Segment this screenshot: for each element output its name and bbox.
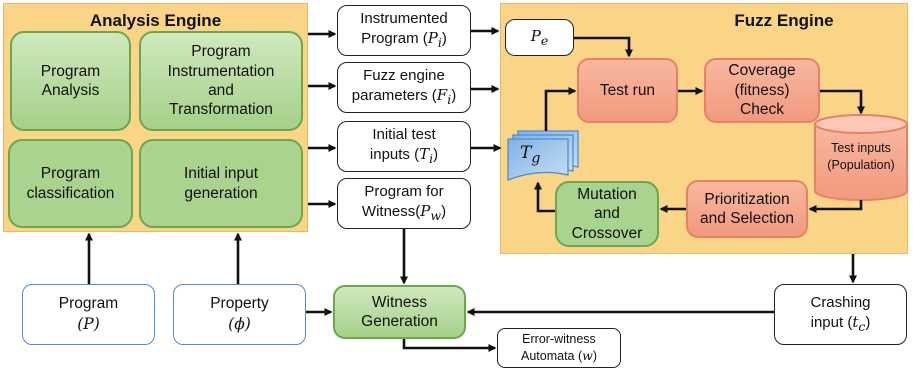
analysis-engine-title: Analysis Engine	[89, 11, 222, 30]
test-run-box: Test run	[577, 58, 678, 123]
program-analysis-box: Program Analysis	[10, 31, 131, 131]
arrow-tg-to-testrun	[544, 87, 577, 131]
arrow-db-to-prioritization	[808, 200, 863, 213]
arrow-mutation-to-tg	[534, 181, 555, 213]
program-classification-box: Program classification	[8, 139, 133, 228]
test-inputs-label: Test inputs (Population)	[827, 141, 895, 172]
pe-box: Pe	[505, 19, 574, 56]
program-input-box: Program(P)	[22, 284, 155, 345]
arrow-pe-to-testrun	[574, 36, 633, 58]
property-input-box: Property(ϕ)	[173, 284, 306, 345]
tg-label: Tg	[520, 143, 541, 167]
arrow-witness-to-error-automata	[402, 339, 497, 352]
mutation-crossover-box: Mutation and Crossover	[555, 181, 659, 247]
instrumentation-box: Program Instrumentation and Transformati…	[139, 31, 303, 131]
witness-generation-box: Witness Generation	[333, 285, 466, 339]
prioritization-box: Prioritization and Selection	[686, 180, 808, 238]
arrow-coverage-to-db	[820, 89, 865, 115]
fuzz-engine-title: Fuzz Engine	[734, 11, 834, 30]
coverage-check-box: Coverage (fitness) Check	[704, 58, 820, 123]
tg-document-stack	[507, 130, 579, 181]
input-generation-box: Initial input generation	[139, 139, 303, 228]
